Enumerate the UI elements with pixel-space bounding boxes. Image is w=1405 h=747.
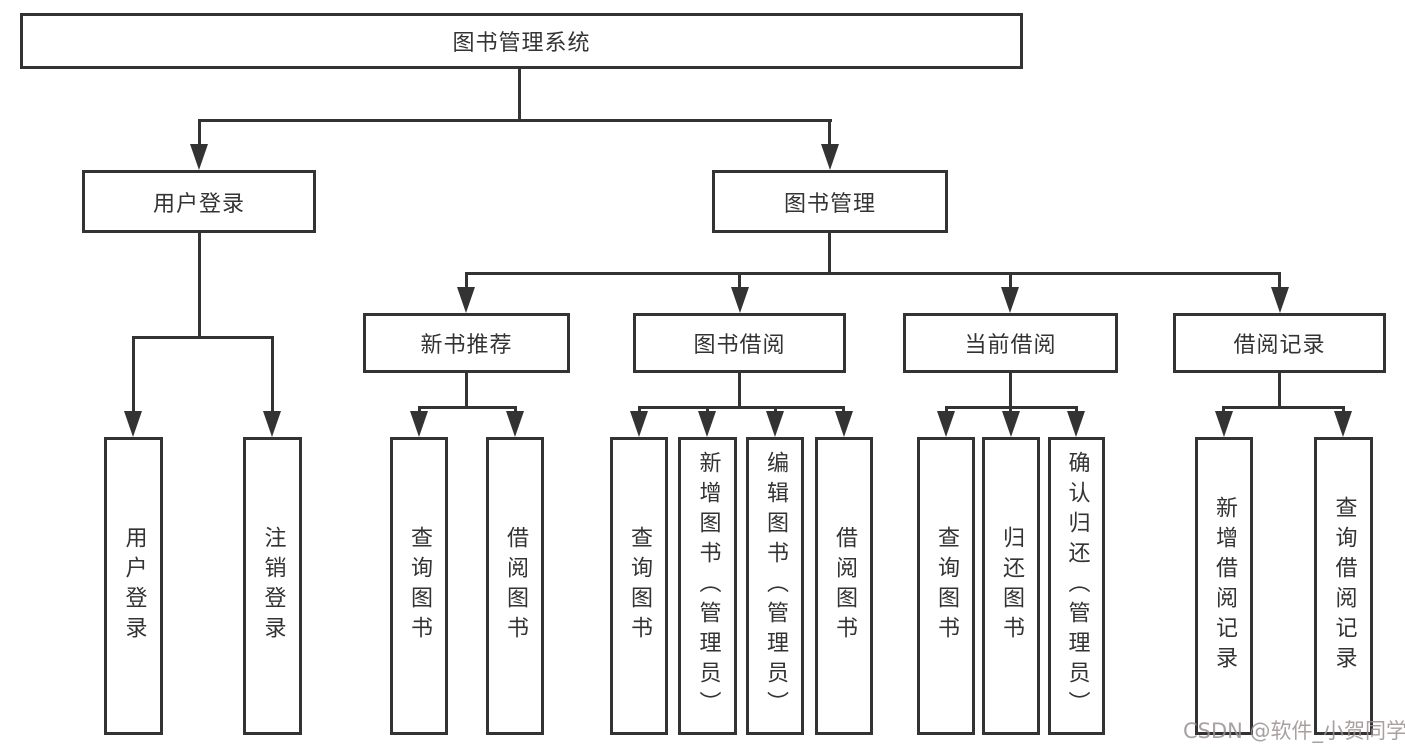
connector-borrow-records-riser bbox=[1278, 373, 1281, 409]
leaf-query-books-1: 查询图书 bbox=[390, 437, 448, 735]
leaf-add-books-admin-label: 新增图书（管理员） bbox=[695, 451, 721, 721]
node-new-book-recommend-label: 新书推荐 bbox=[420, 333, 513, 358]
connector-drop-borrow-records bbox=[1278, 272, 1281, 292]
leaf-borrow-books-1-label: 借阅图书 bbox=[503, 526, 528, 646]
connector-book-mgmt-riser bbox=[828, 233, 831, 275]
leaf-query-books-3: 查询图书 bbox=[917, 437, 975, 735]
leaf-query-books-3-label: 查询图书 bbox=[934, 526, 959, 646]
connector-borrow-records-hbar bbox=[1222, 406, 1345, 409]
connector-book-mgmt-hbar bbox=[465, 272, 1281, 275]
arrowhead-query-borrow-record bbox=[1334, 411, 1352, 437]
csdn-watermark: CSDN @软件_小贺同学 bbox=[1183, 719, 1405, 743]
arrowhead-borrow-books-1 bbox=[506, 411, 524, 437]
arrowhead-edit-books bbox=[766, 411, 784, 437]
arrowhead-return-books bbox=[1002, 411, 1020, 437]
connector-new-book-rec-hbar bbox=[418, 406, 517, 409]
leaf-query-borrow-record: 查询借阅记录 bbox=[1314, 437, 1373, 735]
connector-drop-leaf-logout bbox=[271, 336, 274, 416]
arrowhead-book-borrow bbox=[731, 287, 749, 313]
arrowhead-add-books bbox=[698, 411, 716, 437]
connector-root-riser bbox=[518, 69, 521, 121]
leaf-borrow-books-1: 借阅图书 bbox=[486, 437, 544, 735]
node-new-book-recommend: 新书推荐 bbox=[363, 313, 570, 373]
leaf-logout-label: 注销登录 bbox=[260, 526, 286, 646]
connector-drop-new-book-rec bbox=[465, 272, 468, 292]
node-user-login-label: 用户登录 bbox=[152, 191, 245, 217]
node-current-borrow: 当前借阅 bbox=[903, 313, 1118, 373]
node-book-borrow: 图书借阅 bbox=[633, 313, 846, 373]
arrowhead-leaf-logout bbox=[263, 411, 281, 437]
arrowhead-new-book-rec bbox=[457, 287, 475, 313]
arrowhead-current-borrow bbox=[1001, 287, 1019, 313]
node-book-borrow-label: 图书借阅 bbox=[693, 333, 786, 358]
arrowhead-query-books-1 bbox=[410, 411, 428, 437]
leaf-query-books-2: 查询图书 bbox=[610, 437, 668, 735]
arrowhead-borrow-books-2 bbox=[835, 411, 853, 437]
node-current-borrow-label: 当前借阅 bbox=[964, 333, 1057, 358]
leaf-user-login: 用户登录 bbox=[104, 437, 163, 735]
leaf-borrow-books-2: 借阅图书 bbox=[815, 437, 873, 735]
connector-user-login-hbar bbox=[132, 336, 274, 339]
arrowhead-book-mgmt bbox=[821, 144, 839, 170]
arrowhead-query-books-3 bbox=[937, 411, 955, 437]
node-user-login: 用户登录 bbox=[82, 170, 316, 233]
leaf-query-borrow-record-label: 查询借阅记录 bbox=[1331, 496, 1357, 676]
leaf-edit-books-admin: 编辑图书（管理员） bbox=[746, 437, 804, 735]
node-library-system-label: 图书管理系统 bbox=[452, 31, 591, 56]
connector-new-book-rec-riser bbox=[465, 373, 468, 409]
leaf-return-books: 归还图书 bbox=[982, 437, 1040, 735]
connector-drop-current-borrow bbox=[1009, 272, 1012, 292]
arrowhead-confirm-return bbox=[1067, 411, 1085, 437]
leaf-query-books-1-label: 查询图书 bbox=[407, 526, 432, 646]
connector-drop-user-login bbox=[198, 119, 201, 150]
leaf-add-borrow-record-label: 新增借阅记录 bbox=[1212, 496, 1237, 676]
node-borrow-records-label: 借阅记录 bbox=[1233, 333, 1326, 358]
arrowhead-query-books-2 bbox=[630, 411, 648, 437]
connector-book-borrow-hbar bbox=[638, 406, 845, 409]
leaf-confirm-return-admin-label: 确认归还（管理员） bbox=[1064, 451, 1090, 721]
connector-drop-book-borrow bbox=[738, 272, 741, 292]
leaf-logout: 注销登录 bbox=[243, 437, 302, 735]
connector-current-borrow-riser bbox=[1009, 373, 1012, 409]
leaf-add-borrow-record: 新增借阅记录 bbox=[1195, 437, 1253, 735]
connector-book-borrow-riser bbox=[738, 373, 741, 409]
arrowhead-user-login bbox=[190, 144, 208, 170]
connector-drop-leaf-user-login bbox=[132, 336, 135, 416]
leaf-user-login-label: 用户登录 bbox=[121, 526, 147, 646]
leaf-edit-books-admin-label: 编辑图书（管理员） bbox=[763, 451, 788, 721]
connector-root-hbar bbox=[198, 119, 832, 122]
connector-user-login-riser bbox=[198, 233, 201, 338]
leaf-query-books-2-label: 查询图书 bbox=[627, 526, 652, 646]
leaf-return-books-label: 归还图书 bbox=[999, 526, 1024, 646]
node-book-management-label: 图书管理 bbox=[783, 191, 876, 217]
arrowhead-leaf-user-login bbox=[124, 411, 142, 437]
node-book-management: 图书管理 bbox=[712, 170, 948, 233]
leaf-confirm-return-admin: 确认归还（管理员） bbox=[1048, 437, 1105, 735]
leaf-add-books-admin: 新增图书（管理员） bbox=[678, 437, 737, 735]
node-borrow-records: 借阅记录 bbox=[1173, 313, 1386, 373]
leaf-borrow-books-2-label: 借阅图书 bbox=[832, 526, 857, 646]
node-library-system: 图书管理系统 bbox=[20, 13, 1023, 69]
connector-drop-book-mgmt bbox=[828, 119, 831, 150]
arrowhead-add-borrow-record bbox=[1215, 411, 1233, 437]
arrowhead-borrow-records bbox=[1271, 287, 1289, 313]
